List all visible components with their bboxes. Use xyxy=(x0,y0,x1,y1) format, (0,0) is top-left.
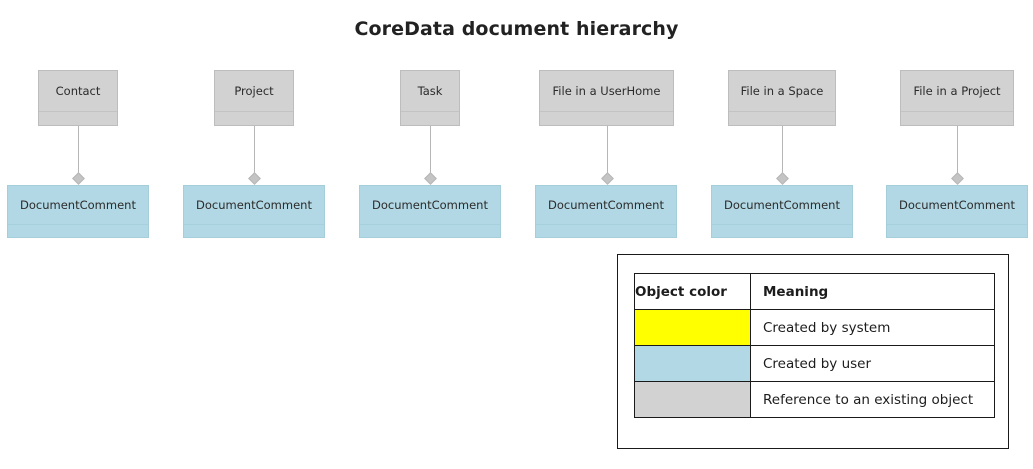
aggregation-diamond-icon xyxy=(424,172,437,185)
uml-class-parent-4[interactable]: File in a Space xyxy=(728,70,836,126)
uml-class-name: DocumentComment xyxy=(899,198,1015,212)
uml-class-parent-0[interactable]: Contact xyxy=(38,70,118,126)
uml-class-name: File in a Project xyxy=(913,84,1001,98)
uml-class-child-1[interactable]: DocumentComment xyxy=(183,185,325,238)
uml-attributes-compartment xyxy=(8,224,148,237)
yellow-swatch xyxy=(634,309,751,346)
legend-row: Created by system xyxy=(634,309,995,346)
uml-class-name: DocumentComment xyxy=(372,198,488,212)
uml-class-name: DocumentComment xyxy=(196,198,312,212)
uml-class-child-4[interactable]: DocumentComment xyxy=(711,185,853,238)
uml-class-parent-2[interactable]: Task xyxy=(400,70,460,126)
uml-class-name: File in a UserHome xyxy=(552,84,661,98)
uml-class-child-2[interactable]: DocumentComment xyxy=(359,185,501,238)
uml-class-parent-5[interactable]: File in a Project xyxy=(900,70,1014,126)
legend-meaning: Created by system xyxy=(750,309,995,346)
uml-attributes-compartment xyxy=(39,111,117,125)
uml-attributes-compartment xyxy=(360,224,500,237)
blue-swatch xyxy=(634,345,751,382)
legend-meaning: Reference to an existing object xyxy=(750,381,995,418)
uml-attributes-compartment xyxy=(184,224,324,237)
aggregation-diamond-icon xyxy=(776,172,789,185)
uml-class-name: DocumentComment xyxy=(20,198,136,212)
aggregation-connector-0 xyxy=(78,126,79,178)
legend-header-meaning: Meaning xyxy=(750,273,995,310)
uml-class-parent-1[interactable]: Project xyxy=(214,70,294,126)
uml-class-name: Task xyxy=(417,84,443,98)
legend-row: Created by user xyxy=(634,345,995,382)
uml-attributes-compartment xyxy=(536,224,676,237)
uml-class-parent-3[interactable]: File in a UserHome xyxy=(539,70,674,126)
legend-header-object-color: Object color xyxy=(634,273,751,310)
aggregation-diamond-icon xyxy=(72,172,85,185)
uml-attributes-compartment xyxy=(712,224,852,237)
uml-attributes-compartment xyxy=(540,111,673,125)
uml-class-child-0[interactable]: DocumentComment xyxy=(7,185,149,238)
aggregation-diamond-icon xyxy=(248,172,261,185)
uml-attributes-compartment xyxy=(901,111,1013,125)
uml-attributes-compartment xyxy=(729,111,835,125)
uml-class-name: DocumentComment xyxy=(724,198,840,212)
legend-meaning: Created by user xyxy=(750,345,995,382)
uml-class-name: DocumentComment xyxy=(548,198,664,212)
aggregation-connector-5 xyxy=(957,126,958,178)
uml-attributes-compartment xyxy=(887,224,1027,237)
page-title: CoreData document hierarchy xyxy=(354,18,679,40)
legend-header-row: Object color Meaning xyxy=(634,273,995,310)
aggregation-connector-1 xyxy=(254,126,255,178)
aggregation-diamond-icon xyxy=(951,172,964,185)
aggregation-diamond-icon xyxy=(601,172,614,185)
aggregation-connector-4 xyxy=(782,126,783,178)
uml-class-child-3[interactable]: DocumentComment xyxy=(535,185,677,238)
uml-class-name: Project xyxy=(234,84,274,98)
uml-attributes-compartment xyxy=(215,111,293,125)
gray-swatch xyxy=(634,381,751,418)
aggregation-connector-3 xyxy=(607,126,608,178)
uml-attributes-compartment xyxy=(401,111,459,125)
uml-class-name: Contact xyxy=(55,84,101,98)
legend-row: Reference to an existing object xyxy=(634,381,995,418)
uml-class-child-5[interactable]: DocumentComment xyxy=(886,185,1028,238)
aggregation-connector-2 xyxy=(430,126,431,178)
uml-class-name: File in a Space xyxy=(740,84,824,98)
